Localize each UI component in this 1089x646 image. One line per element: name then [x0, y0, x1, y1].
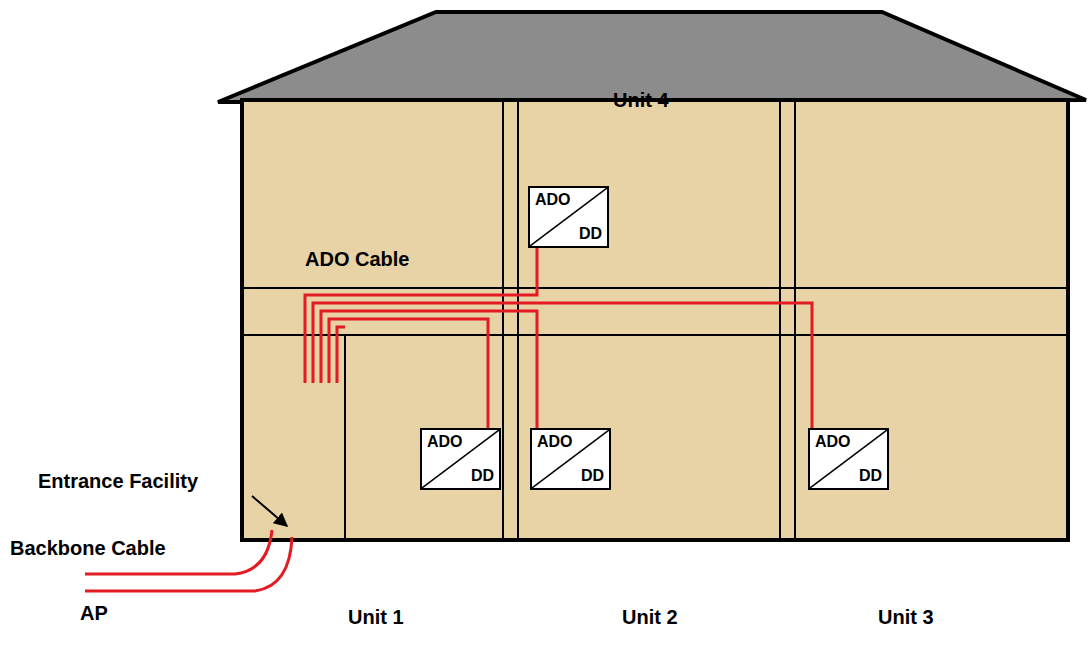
ado-cable [329, 319, 488, 428]
unit-label: Unit 3 [878, 606, 934, 628]
room-partition [344, 335, 346, 540]
ado-cable [305, 248, 537, 383]
unit-label: Unit 4 [613, 89, 669, 111]
ado-cable [305, 248, 812, 428]
diagonal-divider [530, 188, 607, 246]
device-label: DD [579, 226, 602, 242]
part-label: ADO Cable [305, 248, 409, 270]
outlet-box: ADO DD [528, 186, 609, 248]
part-label: AP [80, 602, 108, 624]
diagonal-divider [810, 430, 887, 488]
unit-wall [779, 100, 781, 540]
outlet-label: ADO [537, 434, 573, 450]
outlet-label: ADO [815, 434, 851, 450]
unit-label: Unit 1 [348, 606, 404, 628]
house-wall [242, 100, 1068, 540]
device-label: DD [581, 468, 604, 484]
floor-line [242, 334, 1068, 336]
roof [218, 12, 1086, 102]
ado-cable [313, 303, 812, 428]
outlet-label: ADO [535, 192, 571, 208]
diagonal-divider [532, 430, 609, 488]
device-label: DD [859, 468, 882, 484]
part-label: Entrance Facility [38, 470, 198, 492]
outlet-box: ADO DD [808, 428, 889, 490]
outlet-box: ADO DD [420, 428, 501, 490]
outlet-label: ADO [427, 434, 463, 450]
device-label: DD [471, 468, 494, 484]
ado-cable [337, 327, 345, 383]
unit-wall [794, 100, 796, 540]
diagonal-divider [422, 430, 499, 488]
leader-arrow [252, 496, 287, 526]
part-label: Backbone Cable [10, 537, 166, 559]
unit-label: Unit 2 [622, 606, 678, 628]
outlet-box: ADO DD [530, 428, 611, 490]
ado-cable [321, 311, 537, 428]
floor-line [242, 287, 1068, 289]
unit-wall [502, 100, 504, 540]
unit-wall [517, 100, 519, 540]
